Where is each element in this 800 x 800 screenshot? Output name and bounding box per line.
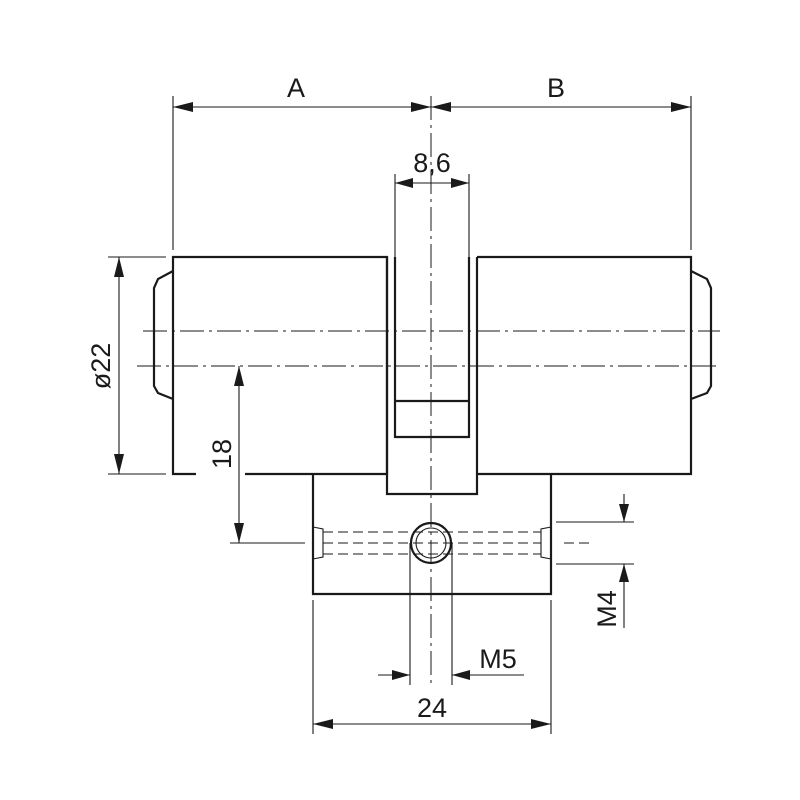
left-cylinder-outline xyxy=(171,255,389,476)
side-thread-label: M4 xyxy=(592,590,622,628)
offset-label: 18 xyxy=(207,439,237,469)
diameter-label: ø22 xyxy=(86,343,116,390)
dimension-body-width: 24 xyxy=(312,600,552,734)
fixing-body-outline xyxy=(311,474,553,596)
dimension-a-b: A B xyxy=(172,73,692,250)
hidden-lines xyxy=(323,531,592,555)
cam-width-label: 8,6 xyxy=(413,148,451,178)
dimension-cam-width: 8,6 xyxy=(394,148,470,257)
screw-thread-label: M5 xyxy=(479,644,517,674)
dimension-a-label: A xyxy=(287,73,305,103)
dimension-screw-thread: M5 xyxy=(378,543,524,685)
dimension-diameter: ø22 xyxy=(86,256,166,475)
cam-outline xyxy=(393,257,471,439)
left-side-bore xyxy=(312,526,324,560)
body-width-label: 24 xyxy=(417,693,447,723)
center-lines xyxy=(137,96,720,688)
right-end-cap xyxy=(690,270,713,401)
dimension-offset: 18 xyxy=(207,366,305,544)
dimension-side-thread: M4 xyxy=(556,494,634,628)
right-cylinder-outline xyxy=(477,255,693,476)
cam-slot-outline xyxy=(385,257,479,496)
dimension-b-label: B xyxy=(547,73,565,103)
left-end-cap xyxy=(152,270,174,401)
right-side-bore xyxy=(540,526,552,560)
